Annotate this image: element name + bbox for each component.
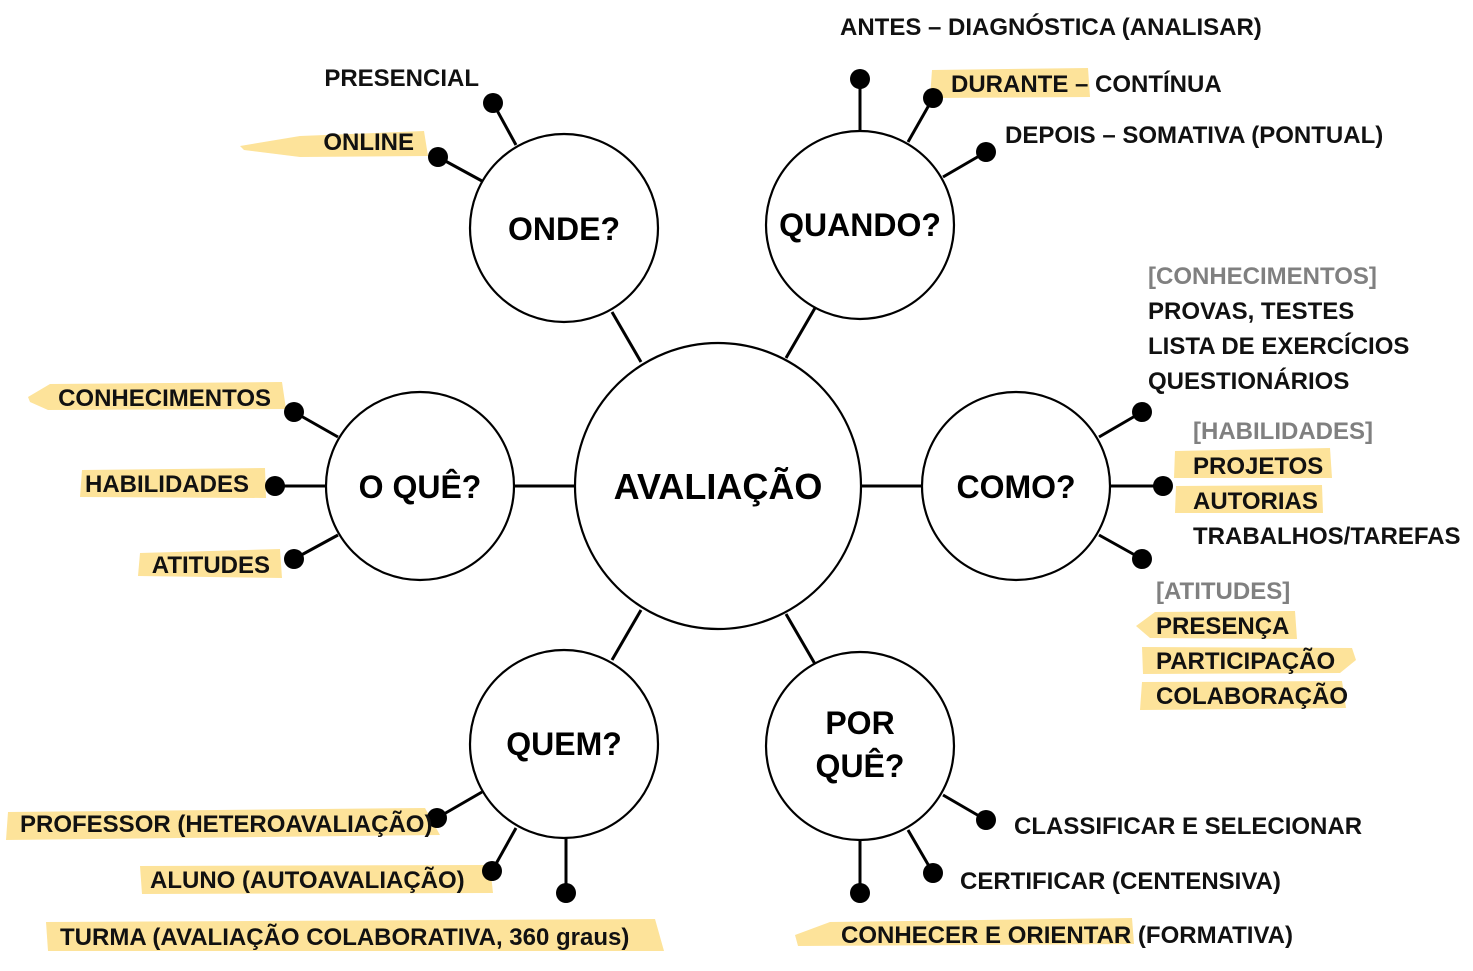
highlight-habilidades: [80, 468, 266, 498]
onde-presencial: PRESENCIAL: [324, 65, 479, 92]
como-lista: LISTA DE EXERCÍCIOS: [1148, 332, 1409, 360]
como-questionarios: QUESTIONÁRIOS: [1148, 367, 1349, 395]
highlight-autorias: [1175, 485, 1323, 513]
highlight-conhecer: [795, 918, 1134, 946]
quem-professor: PROFESSOR (HETEROAVALIAÇÃO): [20, 810, 432, 838]
connector-dots: [265, 69, 1173, 903]
quando-antes: ANTES – DIAGNÓSTICA (ANALISAR): [840, 13, 1262, 41]
como-atitudes-header: [ATITUDES]: [1156, 578, 1290, 605]
como-conhecimentos-header: [CONHECIMENTOS]: [1148, 263, 1377, 290]
highlight-participacao: [1142, 647, 1356, 674]
highlight-atitudes: [138, 549, 282, 578]
oque-atitudes: ATITUDES: [152, 552, 270, 579]
quem-circle: [468, 648, 660, 840]
quando-durante-term: DURANTE: [951, 71, 1068, 98]
como-projetos: PROJETOS: [1193, 453, 1323, 480]
oque-conhecimentos: CONHECIMENTOS: [58, 385, 271, 412]
oque-label: O QUÊ?: [359, 469, 482, 505]
quando-circle: [764, 129, 956, 321]
como-label: COMO?: [956, 469, 1075, 505]
oque-circle: [324, 390, 516, 582]
porque-conhecer-rest: (FORMATIVA): [1131, 922, 1293, 949]
onde-circle: [468, 132, 660, 324]
onde-label: ONDE?: [508, 211, 620, 247]
porque-conhecer: CONHECER E ORIENTAR (FORMATIVA): [841, 922, 1293, 949]
como-provas: PROVAS, TESTES: [1148, 298, 1354, 325]
porque-label-line1: POR: [825, 705, 894, 741]
quem-label: QUEM?: [506, 726, 622, 762]
como-participacao: PARTICIPAÇÃO: [1156, 647, 1335, 675]
porque-label-line2: QUÊ?: [816, 748, 905, 784]
highlight-online: [240, 131, 428, 157]
como-presenca: PRESENÇA: [1156, 613, 1289, 640]
como-autorias: AUTORIAS: [1193, 488, 1318, 515]
center-circle: [573, 341, 863, 631]
como-circle: [920, 390, 1112, 582]
highlight-durante: [930, 68, 1090, 98]
porque-conhecer-term: CONHECER E ORIENTAR: [841, 922, 1131, 949]
quando-durante: DURANTE – CONTÍNUA: [951, 70, 1222, 98]
quem-turma: TURMA (AVALIAÇÃO COLABORATIVA, 360 graus…: [60, 923, 629, 951]
highlight-professor: [6, 808, 440, 840]
oque-habilidades: HABILIDADES: [85, 471, 249, 498]
onde-online: ONLINE: [323, 129, 414, 156]
porque-classificar: CLASSIFICAR E SELECIONAR: [1014, 813, 1362, 840]
highlight-presenca: [1136, 611, 1297, 639]
porque-circle: [764, 650, 956, 842]
highlight-colaboracao: [1140, 681, 1346, 710]
como-colaboracao: COLABORAÇÃO: [1156, 682, 1348, 710]
highlight-projetos: [1174, 448, 1332, 478]
highlight-turma: [46, 919, 664, 951]
como-trabalhos: TRABALHOS/TAREFAS: [1193, 523, 1461, 550]
quando-durante-rest: – CONTÍNUA: [1068, 70, 1221, 98]
porque-certificar: CERTIFICAR (CENTENSIVA): [960, 868, 1281, 895]
quando-label: QUANDO?: [779, 207, 941, 243]
highlight-conhecimentos: [28, 382, 286, 410]
center-label: AVALIAÇÃO: [614, 465, 823, 507]
highlight-marks: [6, 68, 1356, 951]
highlight-aluno: [140, 865, 493, 894]
quando-depois: DEPOIS – SOMATIVA (PONTUAL): [1005, 122, 1383, 149]
como-habilidades-header: [HABILIDADES]: [1193, 418, 1373, 445]
quem-aluno: ALUNO (AUTOAVALIAÇÃO): [150, 866, 465, 894]
